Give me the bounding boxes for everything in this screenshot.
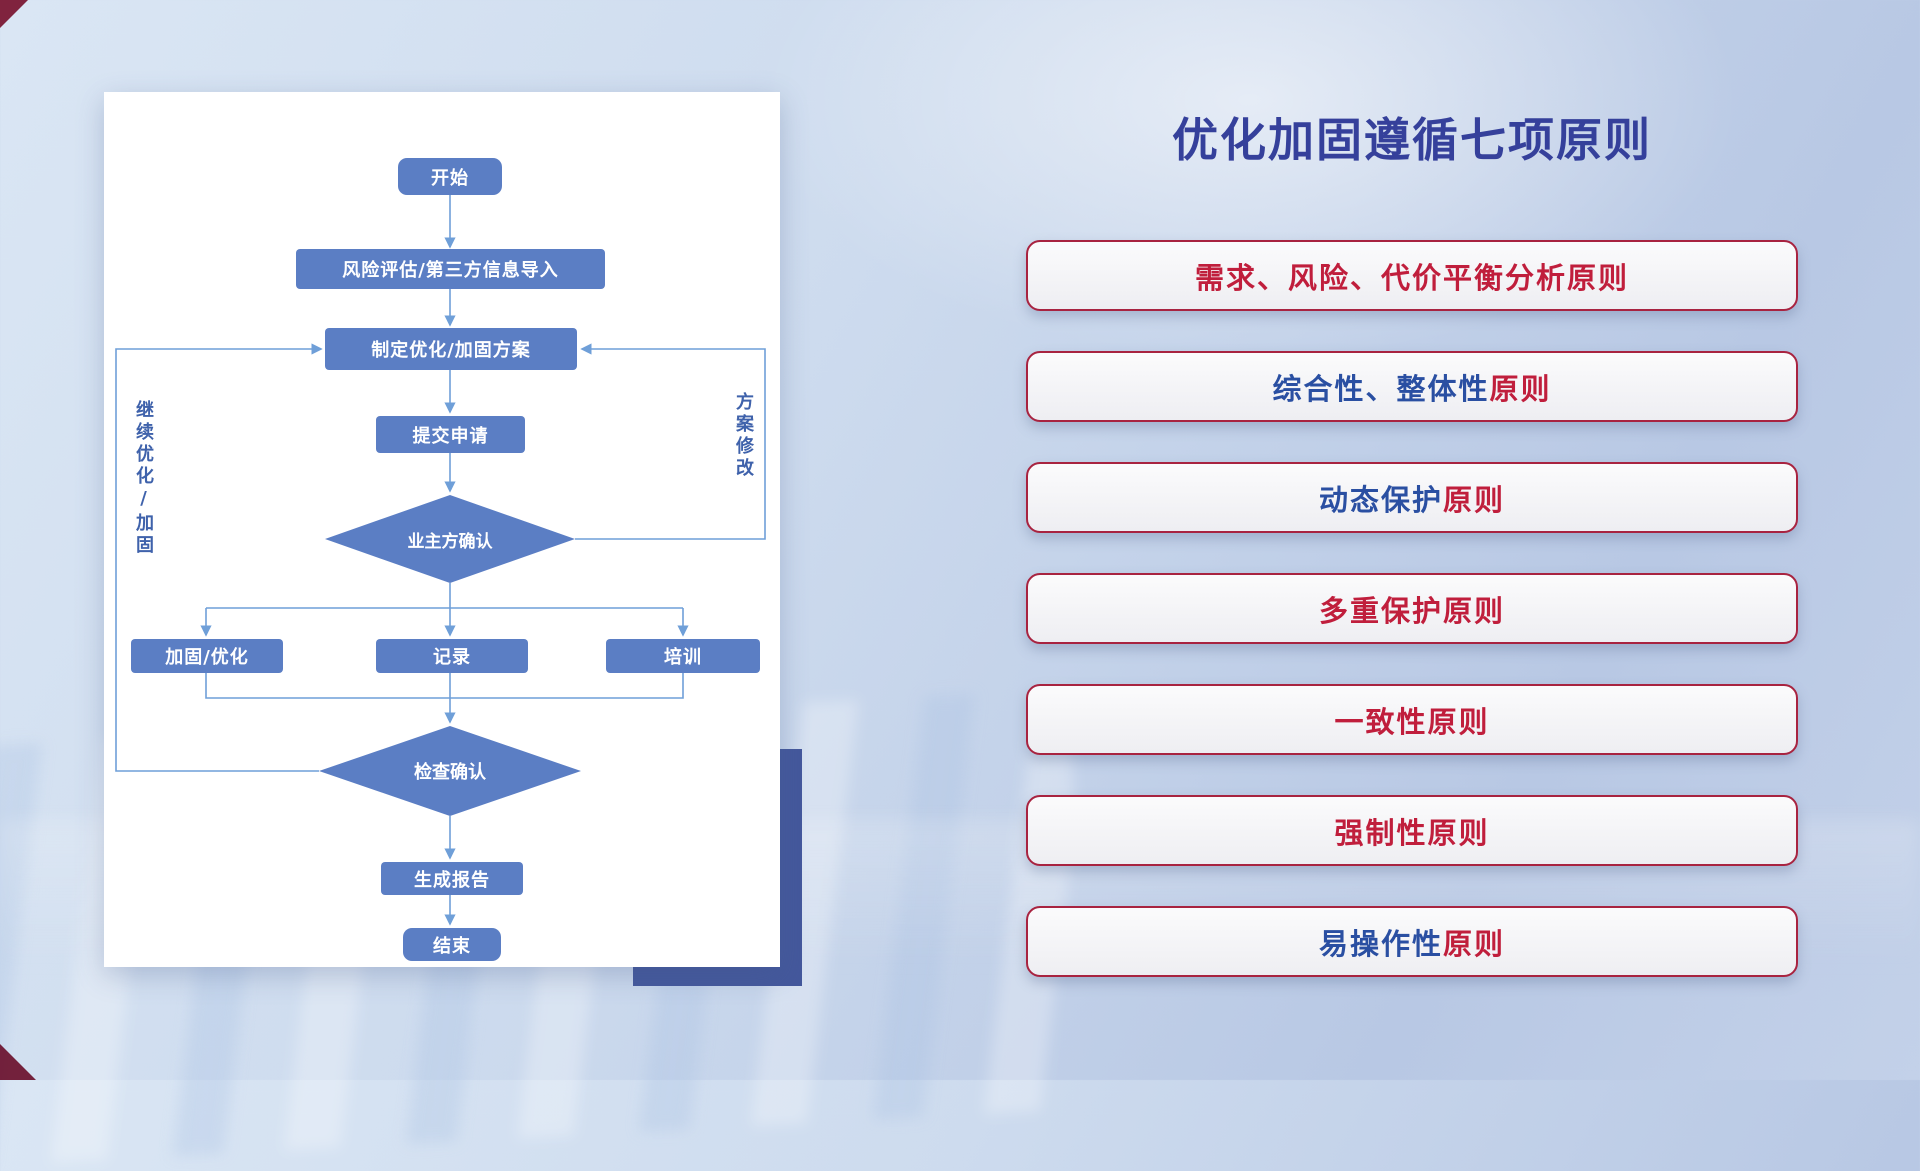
- principle-text-suffix: 原则: [1427, 815, 1490, 850]
- flow-label-plan-revise: 方案修改: [733, 392, 754, 480]
- principle-item-7: 易操作性原则: [1026, 906, 1798, 977]
- flow-node-risk-import: 风险评估/第三方信息导入: [296, 249, 605, 289]
- principle-item-5: 一致性原则: [1026, 684, 1798, 755]
- flow-node-submit: 提交申请: [376, 416, 525, 453]
- principle-text-suffix: 原则: [1443, 482, 1506, 517]
- left-loop-line: [115, 343, 323, 772]
- principle-text-lead: 多重保护: [1318, 593, 1443, 628]
- corner-accent-top-left: [0, 0, 28, 28]
- principle-text-suffix: 原则: [1443, 593, 1506, 628]
- corner-accent-bottom-left: [0, 1044, 36, 1080]
- decision-diamonds: [319, 495, 581, 816]
- principle-text-suffix: 原则: [1443, 926, 1506, 961]
- principles-list: 需求、风险、代价平衡分析原则 综合性、整体性原则 动态保护原则 多重保护原则 一…: [1026, 240, 1798, 977]
- flow-node-end: 结束: [403, 928, 501, 961]
- check-confirm-diamond: [319, 726, 581, 816]
- principle-item-1: 需求、风险、代价平衡分析原则: [1026, 240, 1798, 311]
- page-title: 优化加固遵循七项原则: [1172, 113, 1652, 167]
- flow-loop-lines: [115, 343, 766, 772]
- principle-text-suffix: 原则: [1489, 371, 1552, 406]
- principle-text-suffix: 原则: [1567, 260, 1630, 295]
- owner-confirm-diamond: [325, 495, 575, 583]
- flow-node-record: 记录: [376, 639, 528, 673]
- flow-node-reinforce: 加固/优化: [131, 639, 283, 673]
- flow-node-owner-confirm-label: 业主方确认: [407, 531, 493, 552]
- flowchart-card: 开始 风险评估/第三方信息导入 制定优化/加固方案 提交申请 业主方确认 加固/…: [104, 92, 780, 967]
- flowchart-connectors: [115, 195, 766, 926]
- principle-item-2: 综合性、整体性原则: [1026, 351, 1798, 422]
- flow-node-training: 培训: [606, 639, 760, 673]
- flow-node-check-confirm-label: 检查确认: [414, 762, 486, 783]
- flow-node-make-plan: 制定优化/加固方案: [325, 328, 577, 370]
- principle-text-lead: 综合性、整体性: [1272, 371, 1490, 406]
- principle-text-lead: 动态保护: [1318, 482, 1443, 517]
- flow-node-report: 生成报告: [381, 862, 523, 895]
- principle-item-6: 强制性原则: [1026, 795, 1798, 866]
- principle-text-lead: 易操作性: [1318, 926, 1443, 961]
- principle-item-3: 动态保护原则: [1026, 462, 1798, 533]
- principle-text-suffix: 原则: [1427, 704, 1490, 739]
- right-loop-line: [575, 343, 766, 540]
- principle-text-lead: 一致性: [1334, 704, 1428, 739]
- flow-label-continue-optimize: 继续优化/加固: [133, 400, 154, 557]
- flow-node-start: 开始: [398, 158, 502, 195]
- principle-text-lead: 需求、风险、代价平衡分析: [1194, 260, 1567, 295]
- principle-item-4: 多重保护原则: [1026, 573, 1798, 644]
- flow-main-lines: [200, 195, 689, 926]
- principle-text-lead: 强制性: [1334, 815, 1428, 850]
